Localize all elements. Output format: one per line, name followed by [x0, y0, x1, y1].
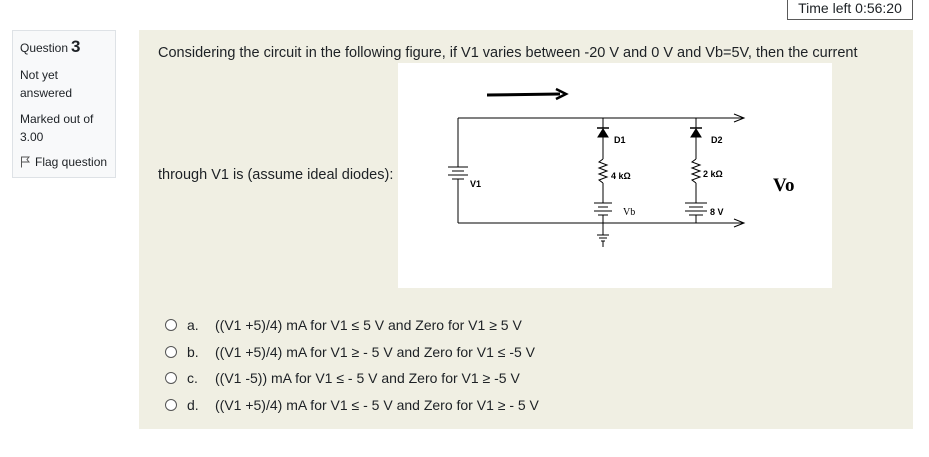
question-text: Considering the circuit in the following… — [158, 45, 858, 61]
question-state: Not yet answered — [20, 68, 73, 100]
answer-options: a. ((V1 +5)/4) mA for V1 ≤ 5 V and Zero … — [165, 312, 539, 418]
bottom-wire — [458, 218, 746, 228]
answer-option-a[interactable]: a. ((V1 +5)/4) mA for V1 ≤ 5 V and Zero … — [165, 312, 539, 339]
answer-option-d[interactable]: d. ((V1 +5)/4) mA for V1 ≤ - 5 V and Zer… — [165, 392, 539, 419]
label-4k: 4 kΩ — [611, 171, 631, 181]
diode-d2-symbol — [690, 118, 702, 159]
answer-text-d: ((V1 +5)/4) mA for V1 ≤ - 5 V and Zero f… — [215, 396, 539, 413]
current-arrow — [486, 87, 569, 101]
label-vo: Vo — [773, 175, 794, 196]
label-v1: V1 — [470, 179, 481, 189]
radio-c[interactable] — [165, 372, 177, 385]
label-vb: Vb — [623, 207, 635, 218]
diode-d1-symbol — [597, 118, 609, 159]
resistor-2k-symbol — [690, 158, 702, 203]
label-2k: 2 kΩ — [703, 169, 723, 179]
battery-8v-symbol — [685, 202, 707, 223]
answer-letter-c: c. — [187, 370, 198, 387]
question-number-value: 3 — [71, 37, 81, 56]
answer-option-b[interactable]: b. ((V1 +5)/4) mA for V1 ≥ - 5 V and Zer… — [165, 339, 539, 366]
label-d1: D1 — [614, 135, 626, 145]
resistor-4k-symbol — [597, 158, 609, 203]
answer-text-c: ((V1 -5)) mA for V1 ≤ - 5 V and Zero for… — [215, 370, 520, 387]
time-left-timer: Time left 0:56:20 — [787, 0, 913, 20]
question-content: Considering the circuit in the following… — [139, 30, 913, 429]
vb-battery-symbol — [594, 202, 612, 247]
radio-d[interactable] — [165, 398, 177, 411]
top-wire — [458, 113, 746, 123]
answer-text-a: ((V1 +5)/4) mA for V1 ≤ 5 V and Zero for… — [215, 317, 522, 334]
answer-text-b: ((V1 +5)/4) mA for V1 ≥ - 5 V and Zero f… — [215, 343, 535, 360]
answer-letter-b: b. — [187, 343, 199, 360]
v1-source-symbol — [448, 118, 468, 223]
answer-letter-a: a. — [187, 317, 199, 334]
question-grade: Marked out of 3.00 — [20, 112, 94, 144]
flag-icon — [21, 156, 30, 168]
radio-a[interactable] — [165, 319, 177, 332]
question-text-continued: through V1 is (assume ideal diodes): — [158, 167, 394, 183]
label-8v: 8 V — [710, 207, 724, 217]
flag-question-link[interactable]: Flag question — [20, 155, 108, 169]
flag-question-label: Flag question — [35, 155, 108, 169]
answer-letter-d: d. — [187, 396, 199, 413]
radio-b[interactable] — [165, 345, 177, 358]
answer-option-c[interactable]: c. ((V1 -5)) mA for V1 ≤ - 5 V and Zero … — [165, 365, 539, 392]
circuit-figure: D1 D2 4 kΩ 2 kΩ V1 8 V Vb Vo — [398, 63, 832, 288]
label-d2: D2 — [711, 135, 723, 145]
